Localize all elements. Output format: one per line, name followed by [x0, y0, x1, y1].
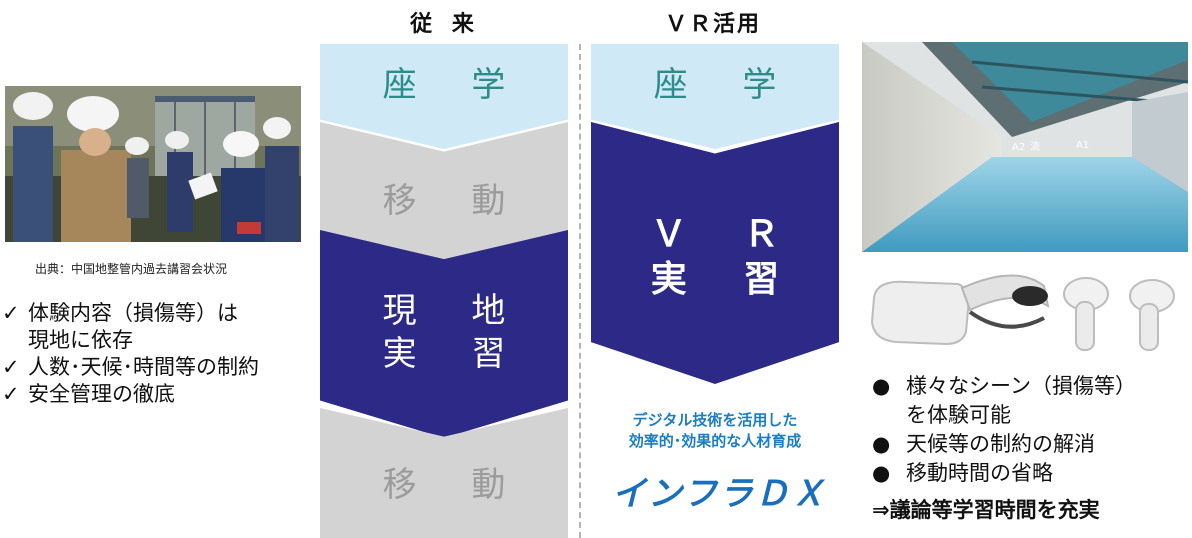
scene-label-a2: A2 [1012, 142, 1025, 153]
check-icon: ✓ [2, 301, 20, 325]
vr-points: ● 様々なシーン（損傷等） を体験可能 ● 天候等の制約の解消 ● 移動時間の省… [872, 372, 1136, 488]
list-item: ● 様々なシーン（損傷等） [872, 372, 1136, 401]
list-item: 現地に依存 [28, 328, 133, 352]
infra-dx-logo: インフラＤＸ [612, 474, 827, 514]
bullet-icon: ● [872, 374, 891, 398]
traditional-points: ✓ 体験内容（損傷等）は 現地に依存 ✓ 人数･天候･時間等の制約 ✓ 安全管理… [2, 300, 259, 408]
traditional-step-field-practice: 現 地 実 習 [320, 230, 568, 438]
bullet-icon: ● [872, 432, 891, 456]
column-divider [579, 44, 581, 538]
vr-summary: ⇒議論等学習時間を充実 [872, 498, 1100, 522]
list-item: ● 天候等の制約の解消 [872, 430, 1136, 459]
vr-heading: ＶＲ活用 [664, 12, 761, 37]
dx-tagline: デジタル技術を活用した 効率的･効果的な人材育成 [628, 411, 802, 450]
list-item: ✓ 体験内容（損傷等）は [2, 301, 238, 325]
field-training-photo [5, 86, 301, 242]
scene-label-flow: 流 [1030, 140, 1040, 153]
list-item: ● 移動時間の省略 [872, 459, 1136, 488]
scene-label-a1: A1 [1076, 140, 1089, 151]
list-item: ✓ 安全管理の徹底 [2, 382, 175, 406]
vr-flow: 座 学 Ｖ Ｒ 実 習 [591, 44, 839, 394]
check-icon: ✓ [2, 382, 20, 406]
traditional-heading: 従 来 [410, 12, 480, 37]
vr-step-vr-practice: Ｖ Ｒ 実 習 [591, 122, 839, 384]
list-item: を体験可能 [906, 403, 1011, 427]
vr-headset-image [866, 258, 1188, 362]
bullet-icon: ● [872, 461, 891, 485]
check-icon: ✓ [2, 355, 20, 379]
list-item: ✓ 人数･天候･時間等の制約 [2, 355, 259, 379]
traditional-flow: 座 学 移 動 現 地 実 習 移 動 [320, 44, 568, 538]
vr-scene-image: A2 流 A1 [862, 42, 1188, 252]
photo-caption: 出典：中国地整管内過去講習会状況 [35, 262, 228, 276]
